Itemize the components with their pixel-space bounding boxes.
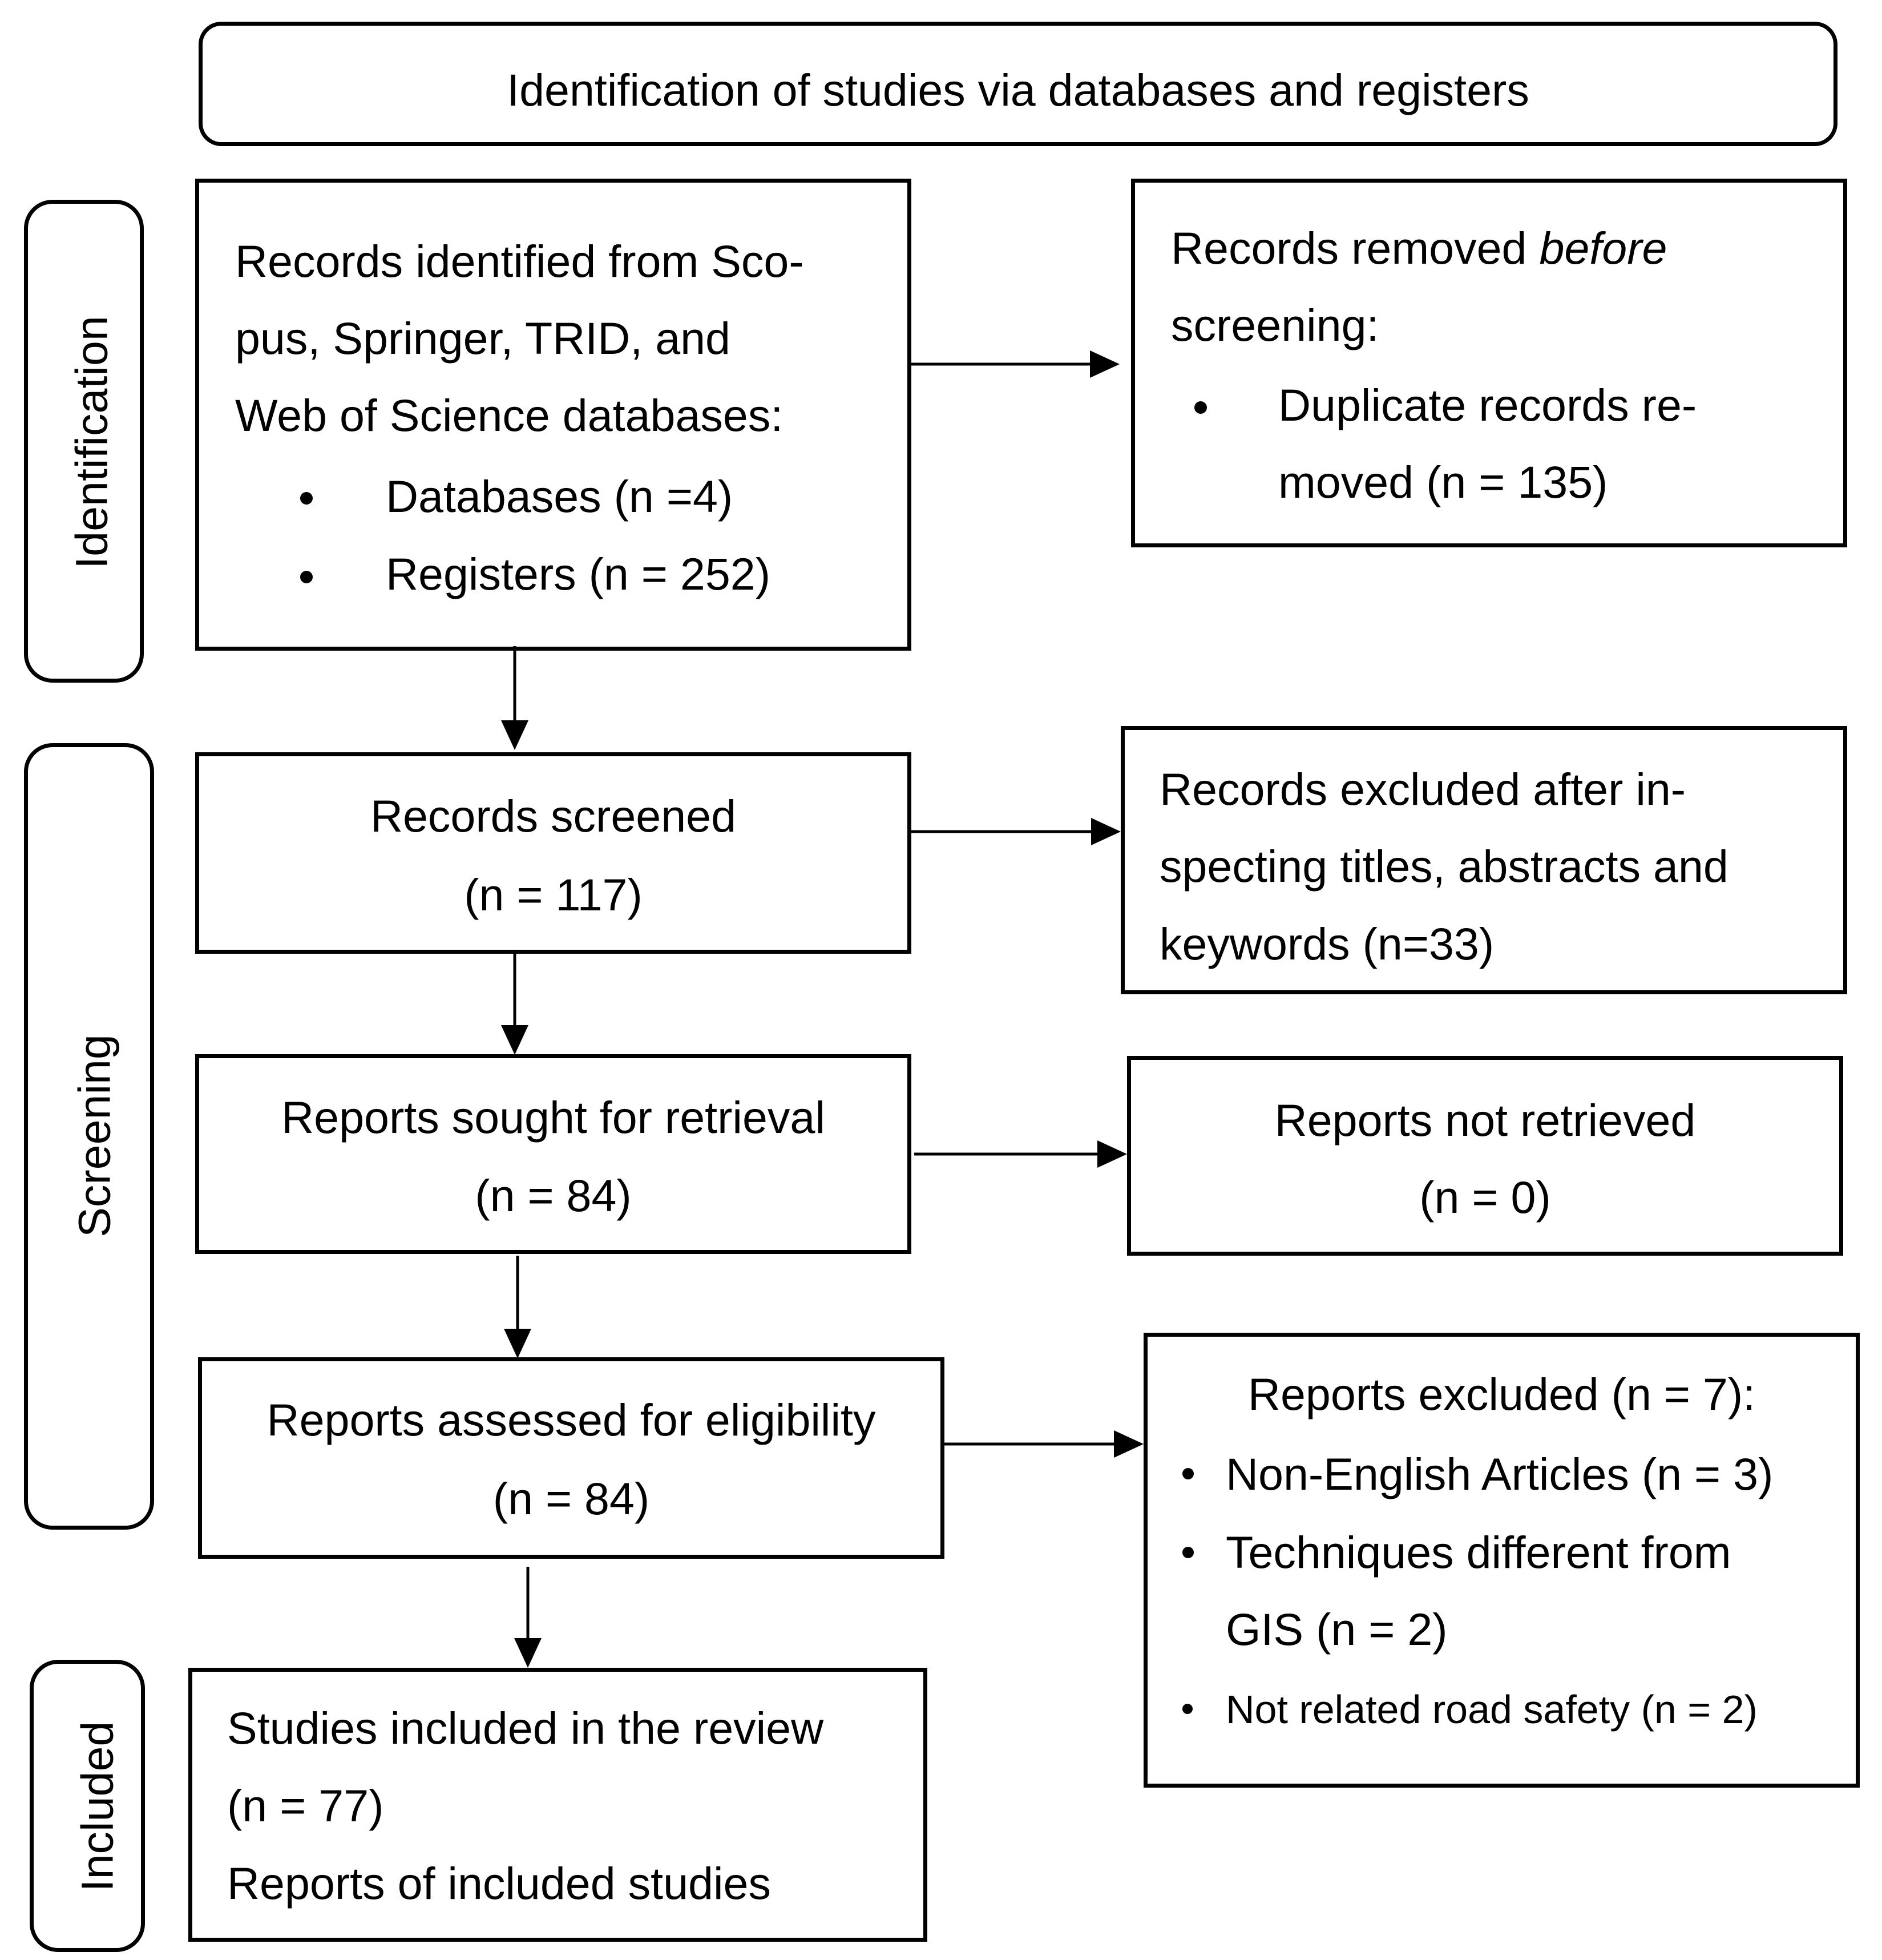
records-excluded-line-1: Records excluded after in- <box>1160 764 1686 814</box>
records-screened-line-1: Records screened <box>370 791 737 841</box>
reports-not-retrieved-box <box>1127 1056 1843 1256</box>
bullet-icon <box>1182 1468 1194 1479</box>
reports-assessed-box <box>198 1357 944 1559</box>
records-removed-line-1: Records removed before <box>1171 225 1667 271</box>
arrowhead-icon <box>1091 818 1121 845</box>
records-screened-line-2: (n = 117) <box>464 869 643 920</box>
records-identified-box <box>195 179 911 651</box>
studies-included-line-3: Reports of included studies <box>227 1858 771 1909</box>
header-title: Identification of studies via databases … <box>507 64 1529 115</box>
studies-included-box <box>188 1668 927 1942</box>
phase-included-box <box>30 1660 145 1952</box>
reports-assessed-line-2: (n = 84) <box>492 1473 650 1524</box>
records-excluded-line-2: specting titles, abstracts and <box>1160 841 1728 892</box>
bullet-icon <box>1182 1547 1194 1558</box>
reports-sought-line-2: (n = 84) <box>475 1170 632 1221</box>
reports-sought-line-1: Reports sought for retrieval <box>281 1092 825 1143</box>
reports-excluded-box <box>1144 1333 1860 1788</box>
reports-excluded-bullet-3: Not related road safety (n = 2) <box>1226 1687 1758 1732</box>
phase-screening-box <box>24 743 154 1530</box>
records-excluded-box <box>1121 726 1847 994</box>
reports-not-retrieved-line-1: Reports not retrieved <box>1274 1095 1696 1146</box>
header-box <box>199 22 1837 146</box>
bullet-icon <box>1194 401 1207 414</box>
reports-excluded-bullet-2-line-1: Techniques different from <box>1226 1527 1731 1578</box>
phase-identification-box <box>24 200 144 683</box>
records-identified-line-1: Records identified from Sco- <box>235 236 804 287</box>
reports-excluded-bullet-1: Non-English Articles (n = 3) <box>1226 1449 1774 1499</box>
records-excluded-line-3: keywords (n=33) <box>1160 918 1495 969</box>
reports-excluded-bullet-2-line-2: GIS (n = 2) <box>1226 1604 1448 1655</box>
arrowhead-icon <box>501 1025 528 1055</box>
records-removed-box <box>1131 179 1847 547</box>
reports-excluded-title: Reports excluded (n = 7): <box>1247 1369 1756 1419</box>
bullet-icon <box>300 492 313 505</box>
records-removed-bullet-line-2: moved (n = 135) <box>1278 457 1608 507</box>
arrowhead-icon <box>1114 1430 1144 1458</box>
arrowhead-icon <box>504 1329 531 1358</box>
bullet-icon <box>1182 1704 1193 1714</box>
records-identified-bullet-databases: Databases (n =4) <box>386 471 733 522</box>
reports-assessed-line-1: Reports assessed for eligibility <box>266 1394 876 1445</box>
records-identified-bullet-registers: Registers (n = 252) <box>386 549 771 599</box>
arrowhead-icon <box>501 720 528 750</box>
records-removed-bullet-line-1: Duplicate records re- <box>1278 380 1697 430</box>
reports-not-retrieved-line-2: (n = 0) <box>1419 1172 1551 1223</box>
arrowhead-icon <box>1097 1140 1127 1168</box>
studies-included-line-2: (n = 77) <box>227 1780 384 1831</box>
arrowhead-icon <box>1090 350 1120 378</box>
records-screened-box <box>195 752 911 954</box>
records-identified-line-3: Web of Science databases: <box>235 390 784 441</box>
records-removed-line-2: screening: <box>1171 300 1379 350</box>
studies-included-line-1: Studies included in the review <box>227 1703 824 1753</box>
bullet-icon <box>300 571 313 583</box>
records-identified-line-2: pus, Springer, TRID, and <box>235 313 730 364</box>
arrowhead-icon <box>514 1638 542 1668</box>
records-removed-prefix: Records removed <box>1171 223 1540 273</box>
records-removed-italic: before <box>1539 223 1667 273</box>
reports-sought-box <box>195 1054 911 1254</box>
